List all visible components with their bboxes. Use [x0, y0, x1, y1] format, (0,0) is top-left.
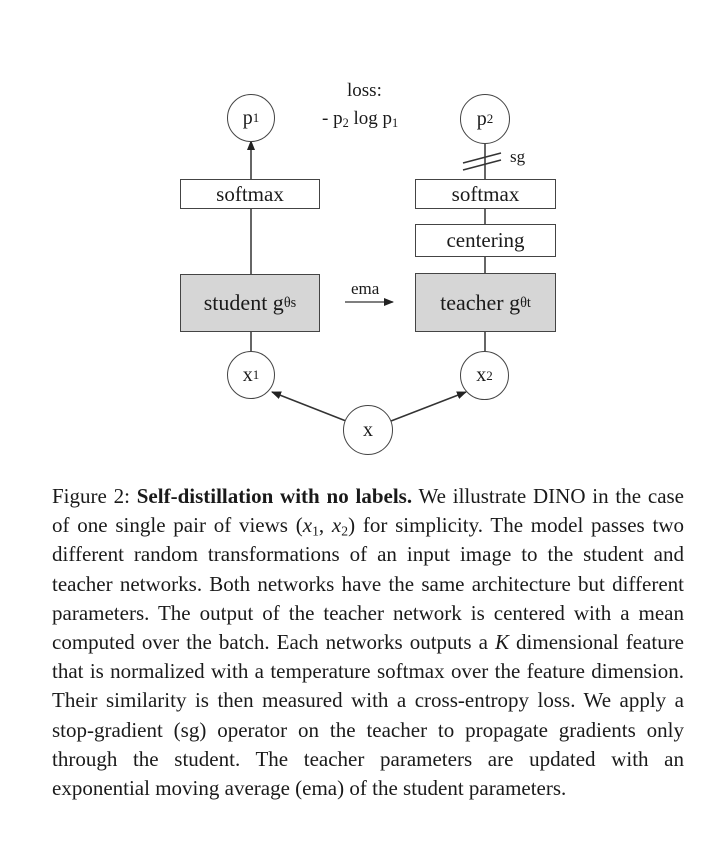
teacher-softmax-box: softmax [415, 179, 556, 209]
sg-stroke-1 [462, 152, 502, 164]
loss-formula: - p2 log p1 [322, 108, 398, 130]
caption-x2-sub: 2 [341, 523, 349, 539]
x-node: x [343, 405, 393, 455]
loss-title: loss: [347, 80, 382, 101]
p2-label: p [476, 107, 487, 130]
caption-sep: , [318, 513, 332, 538]
caption-text-1: We illustrate DINO in the case of one si… [52, 484, 685, 538]
caption-text-3: dimensional feature that is normalized w… [52, 630, 685, 801]
loss-sub1: 2 [342, 116, 349, 131]
caption-x2: x [331, 513, 342, 538]
x1-label: x [242, 363, 253, 386]
caption-text-2: ) for simplicity. The model passes two d… [52, 513, 684, 655]
figure-caption: Figure 2: Self-distillation with no labe… [52, 482, 684, 803]
sg-label: sg [510, 147, 526, 166]
figure-number: Figure 2: [52, 484, 130, 508]
x2-label: x [476, 364, 487, 386]
loss-mid: log p [348, 108, 393, 129]
x-to-x1-arrow [271, 391, 347, 422]
loss-sub2: 1 [392, 116, 399, 131]
caption-k: K [494, 630, 509, 655]
p1-label: p [242, 106, 253, 129]
teacher-network-label: teacher g [440, 289, 521, 315]
x-label: x [363, 418, 373, 441]
student-softmax-box: softmax [180, 179, 320, 209]
caption-x1: x [302, 513, 313, 538]
x-to-x2-arrow [390, 391, 467, 422]
ema-label: ema [351, 279, 380, 298]
sg-stroke-2 [462, 159, 502, 171]
loss-prefix: - p [322, 108, 343, 129]
caption-title: Self-distillation with no labels. [136, 484, 413, 508]
student-network-label: student g [203, 290, 284, 315]
centering-box: centering [415, 224, 556, 257]
diagram-connectors [247, 140, 502, 422]
caption-x1-sub: 1 [312, 523, 319, 539]
